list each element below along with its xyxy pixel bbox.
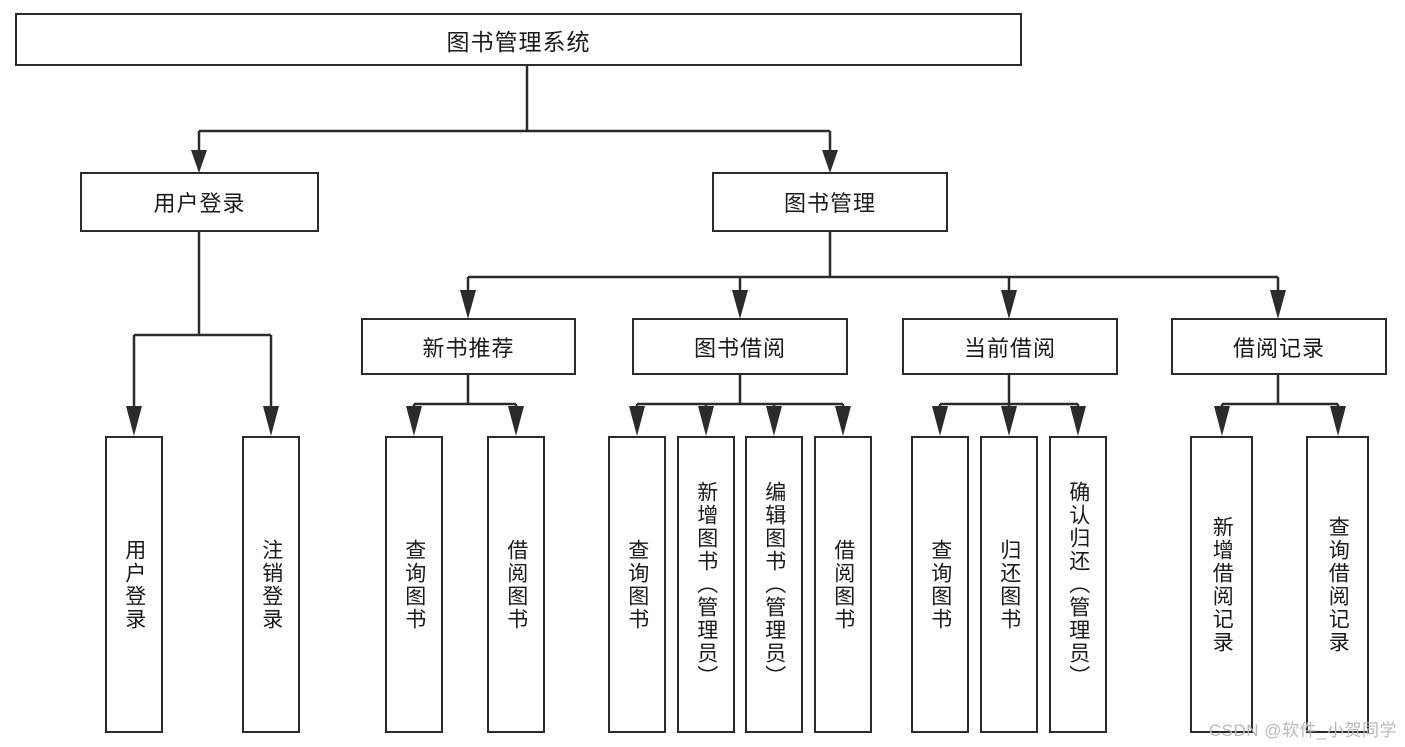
leaf-return-book[interactable]: 归还图书 xyxy=(980,436,1038,733)
node-new-book-recommend-label: 新书推荐 xyxy=(422,335,515,361)
leaf-borrow-book-2-label: 借阅图书 xyxy=(831,538,855,631)
arrow-leaf-borrow-book-1 xyxy=(508,406,524,436)
leaf-user-login-label: 用户登录 xyxy=(122,538,146,631)
leaf-add-record[interactable]: 新增借阅记录 xyxy=(1190,436,1253,733)
leaf-query-record-label: 查询借阅记录 xyxy=(1326,515,1350,654)
leaf-borrow-book-2[interactable]: 借阅图书 xyxy=(814,436,872,733)
arrow-leaf-query-book-2 xyxy=(629,406,645,436)
arrow-book-manage xyxy=(822,150,838,173)
arrow-leaf-borrow-book-2 xyxy=(835,406,851,436)
arrow-user-login xyxy=(191,150,207,173)
arrow-leaf-query-record xyxy=(1330,406,1346,436)
arrow-borrow-record xyxy=(1270,290,1286,319)
arrow-leaf-query-book-3 xyxy=(932,406,948,436)
arrow-book-borrow xyxy=(732,290,748,319)
leaf-edit-book[interactable]: 编辑图书（管理员） xyxy=(745,436,803,733)
arrow-leaf-edit-book xyxy=(766,406,782,436)
node-root-label: 图书管理系统 xyxy=(446,28,591,55)
leaf-borrow-book-1-label: 借阅图书 xyxy=(504,538,528,631)
arrow-leaf-query-book-1 xyxy=(406,406,422,436)
arrow-leaf-add-book xyxy=(698,406,714,436)
leaf-confirm-return[interactable]: 确认归还（管理员） xyxy=(1049,436,1107,733)
leaf-query-book-2-label: 查询图书 xyxy=(625,538,649,631)
leaf-edit-book-label: 编辑图书（管理员） xyxy=(762,481,786,688)
node-root[interactable]: 图书管理系统 xyxy=(15,13,1022,66)
leaf-logout-label: 注销登录 xyxy=(259,538,283,631)
node-new-book-recommend[interactable]: 新书推荐 xyxy=(361,318,576,375)
node-book-manage-label: 图书管理 xyxy=(783,191,876,216)
leaf-add-record-label: 新增借阅记录 xyxy=(1210,515,1234,654)
arrow-leaf-confirm-return xyxy=(1070,406,1086,436)
node-book-manage[interactable]: 图书管理 xyxy=(712,172,948,232)
node-borrow-record-label: 借阅记录 xyxy=(1232,335,1325,361)
leaf-query-book-2[interactable]: 查询图书 xyxy=(608,436,666,733)
leaf-add-book-label: 新增图书（管理员） xyxy=(694,481,718,688)
leaf-query-book-3[interactable]: 查询图书 xyxy=(911,436,969,733)
node-user-login[interactable]: 用户登录 xyxy=(80,172,319,232)
leaf-query-book-1-label: 查询图书 xyxy=(402,538,426,631)
node-current-borrow[interactable]: 当前借阅 xyxy=(902,318,1118,375)
leaf-confirm-return-label: 确认归还（管理员） xyxy=(1066,481,1090,688)
csdn-watermark: CSDN @软件_小贺同学 xyxy=(1208,721,1397,740)
arrow-current-borrow xyxy=(1001,290,1017,319)
leaf-user-login[interactable]: 用户登录 xyxy=(105,436,163,733)
arrow-leaf-add-record xyxy=(1214,406,1230,436)
arrow-leaf-return-book xyxy=(1001,406,1017,436)
leaf-logout[interactable]: 注销登录 xyxy=(242,436,300,733)
node-borrow-record[interactable]: 借阅记录 xyxy=(1171,318,1387,375)
arrow-new-book-recommend xyxy=(460,290,476,319)
node-book-borrow[interactable]: 图书借阅 xyxy=(632,318,848,375)
leaf-query-record[interactable]: 查询借阅记录 xyxy=(1306,436,1369,733)
node-current-borrow-label: 当前借阅 xyxy=(963,335,1056,361)
node-user-login-label: 用户登录 xyxy=(153,191,246,216)
arrow-leaf-logout xyxy=(263,406,279,436)
leaf-add-book[interactable]: 新增图书（管理员） xyxy=(677,436,735,733)
leaf-query-book-1[interactable]: 查询图书 xyxy=(385,436,443,733)
leaf-query-book-3-label: 查询图书 xyxy=(928,538,952,631)
arrow-leaf-user-login xyxy=(126,406,142,436)
leaf-return-book-label: 归还图书 xyxy=(997,538,1021,631)
leaf-borrow-book-1[interactable]: 借阅图书 xyxy=(487,436,545,733)
node-book-borrow-label: 图书借阅 xyxy=(693,335,786,361)
